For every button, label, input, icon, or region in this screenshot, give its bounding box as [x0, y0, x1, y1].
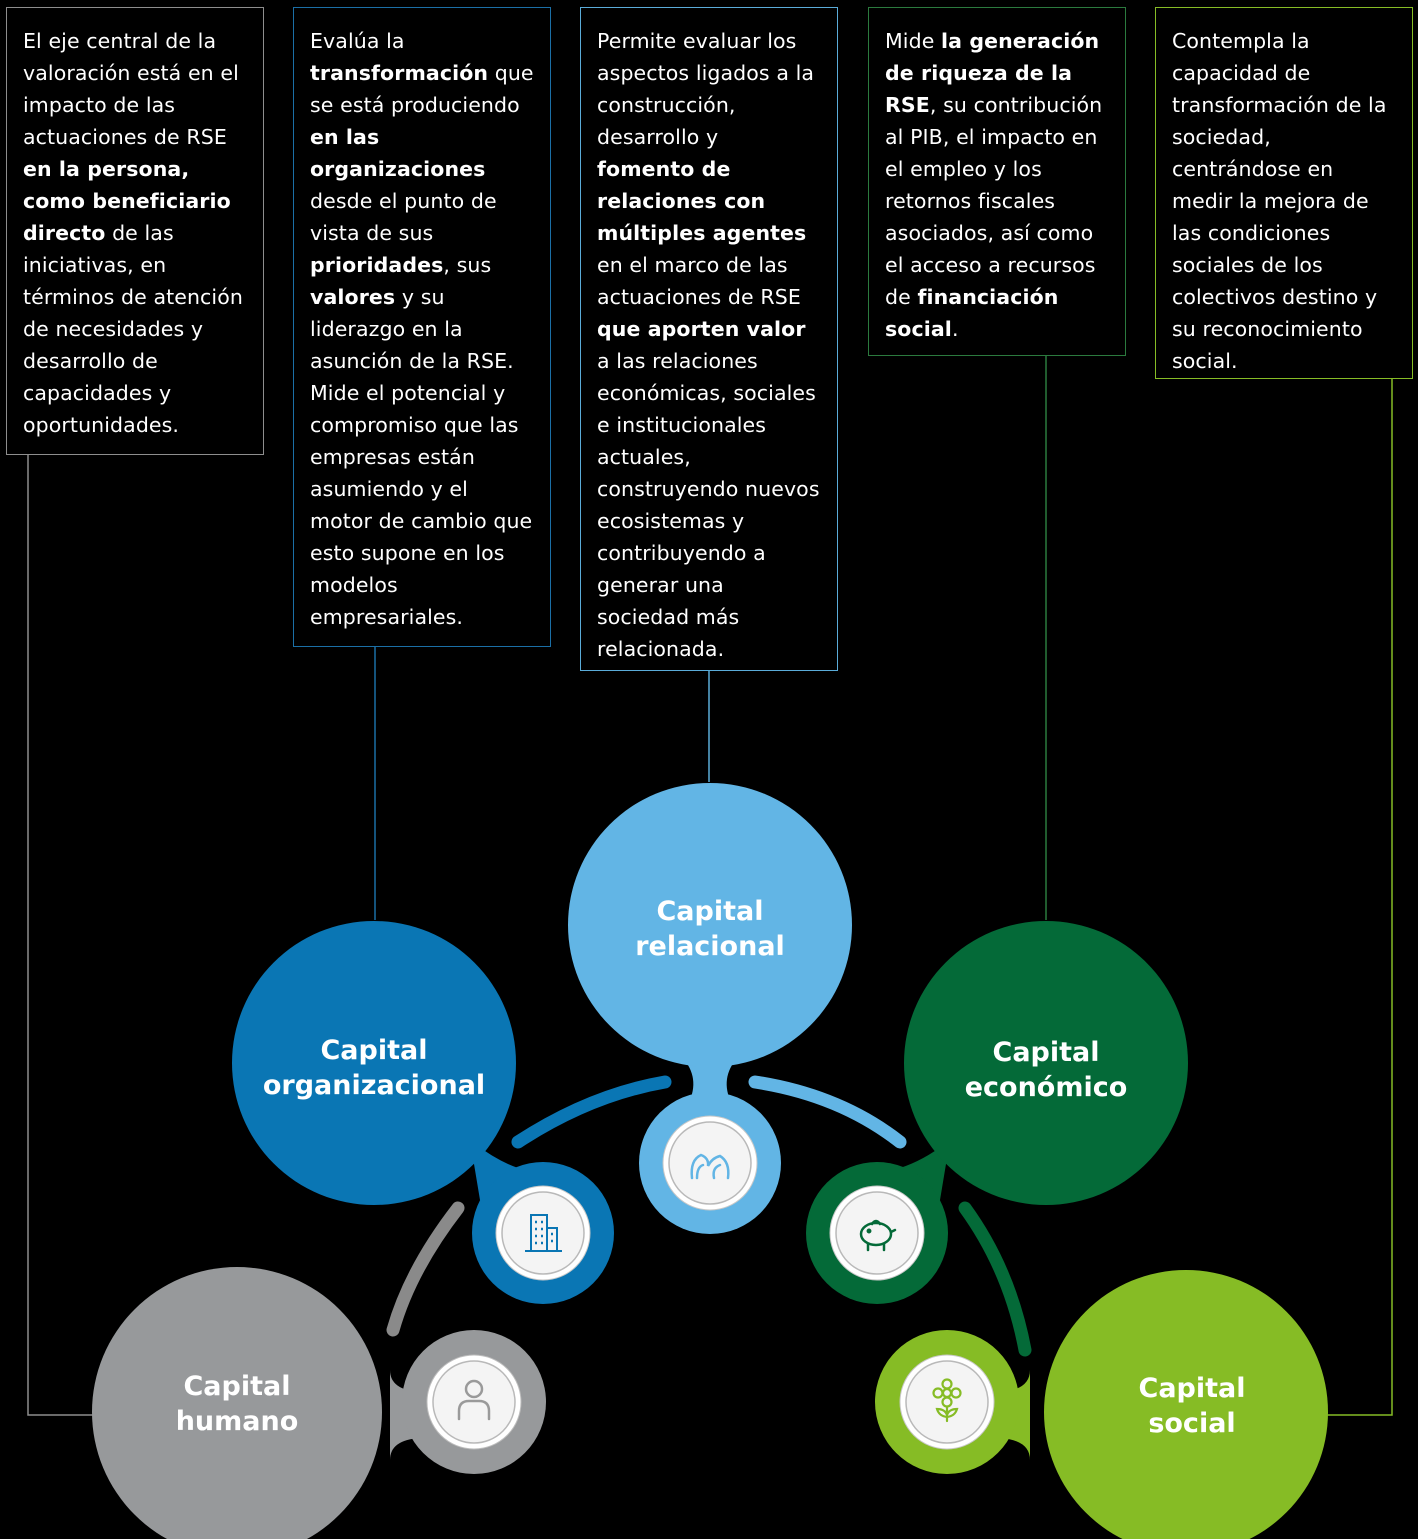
description-box-relacional: Permite evaluar los aspectos ligados a l… [580, 7, 838, 671]
description-text: de las iniciativas, en términos de atenc… [23, 221, 243, 437]
capital-social-title-line1: Capital [1138, 1373, 1246, 1404]
capital-relacional-title-line2: relacional [635, 931, 785, 962]
capital-humano-label: Capital humano [176, 1369, 299, 1439]
description-emphasis: en las organizaciones [310, 125, 486, 181]
description-text: , sus [443, 253, 492, 277]
capital-economico-circle [904, 921, 1188, 1205]
description-text: Evalúa la [310, 29, 405, 53]
capital-organizacional-node [232, 921, 614, 1304]
capital-organizacional-circle [232, 921, 516, 1205]
capital-relacional-title-line1: Capital [656, 896, 764, 927]
capital-economico-title-line1: Capital [992, 1037, 1100, 1068]
capital-humano-node [92, 1267, 546, 1539]
description-box-social: Contempla la capacidad de transformación… [1155, 7, 1413, 379]
description-box-economico: Mide la generación de riqueza de la RSE,… [868, 7, 1126, 356]
description-text: Mide [885, 29, 942, 53]
capital-relacional-label: Capital relacional [635, 894, 785, 964]
flower-icon [932, 1378, 962, 1423]
arc-humano-organizacional [386, 1201, 465, 1337]
description-emphasis: que aporten valor [597, 317, 806, 341]
description-emphasis: la generación de riqueza de la RSE [885, 29, 1100, 117]
capital-humano-circle [92, 1267, 382, 1539]
capital-organizacional-title-line1: Capital [320, 1035, 428, 1066]
capital-economico-node [806, 921, 1188, 1304]
description-text: , su contribución al PIB, el impacto en … [885, 93, 1103, 309]
capital-relacional-node [568, 783, 852, 1234]
description-text: y su liderazgo en la asunción de la RSE.… [310, 285, 533, 629]
capital-economico-label: Capital económico [965, 1035, 1128, 1105]
description-text: que se está produciendo [310, 61, 534, 117]
connector-line-humano [27, 455, 110, 1416]
piggy-bank-icon [859, 1219, 897, 1252]
description-text: a las relaciones económicas, sociales e … [597, 349, 820, 661]
people-network-icon [690, 1153, 730, 1180]
capital-humano-title-line1: Capital [183, 1371, 291, 1402]
arc-organizacional-relacional [511, 1075, 672, 1149]
capital-economico-title-line2: económico [964, 1072, 1128, 1103]
arc-economico-social [958, 1201, 1032, 1357]
capital-humano-title-line2: humano [175, 1406, 299, 1437]
description-text: El eje central de la valoración está en … [23, 29, 239, 149]
building-icon [525, 1214, 562, 1252]
capital-organizacional-title-line2: organizacional [262, 1070, 486, 1101]
description-emphasis: transformación [310, 61, 489, 85]
description-text: Contempla la capacidad de transformación… [1172, 29, 1387, 373]
person-icon [457, 1379, 491, 1421]
description-emphasis: fomento de relaciones con múltiples agen… [597, 157, 807, 245]
capital-social-circle [1044, 1270, 1328, 1539]
capital-organizacional-label: Capital organizacional [263, 1033, 485, 1103]
description-emphasis: valores [310, 285, 396, 309]
description-emphasis: financiación social [885, 285, 1059, 341]
connector-line-social [1325, 379, 1393, 1416]
description-text: en el marco de las actuaciones de RSE [597, 253, 801, 309]
description-box-organizacional: Evalúa la transformación que se está pro… [293, 7, 551, 647]
capital-relacional-circle [568, 783, 852, 1067]
description-emphasis: en la persona, como beneficiario directo [23, 157, 231, 245]
capital-social-node [875, 1270, 1328, 1539]
description-text: . [951, 317, 959, 341]
description-text: desde el punto de vista de sus [310, 189, 497, 245]
description-box-humano: El eje central de la valoración está en … [6, 7, 264, 455]
description-text: Permite evaluar los aspectos ligados a l… [597, 29, 815, 149]
arc-relacional-economico [748, 1075, 907, 1149]
description-emphasis: prioridades [310, 253, 444, 277]
capital-social-label: Capital social [1139, 1371, 1246, 1441]
capital-social-title-line2: social [1148, 1408, 1236, 1439]
